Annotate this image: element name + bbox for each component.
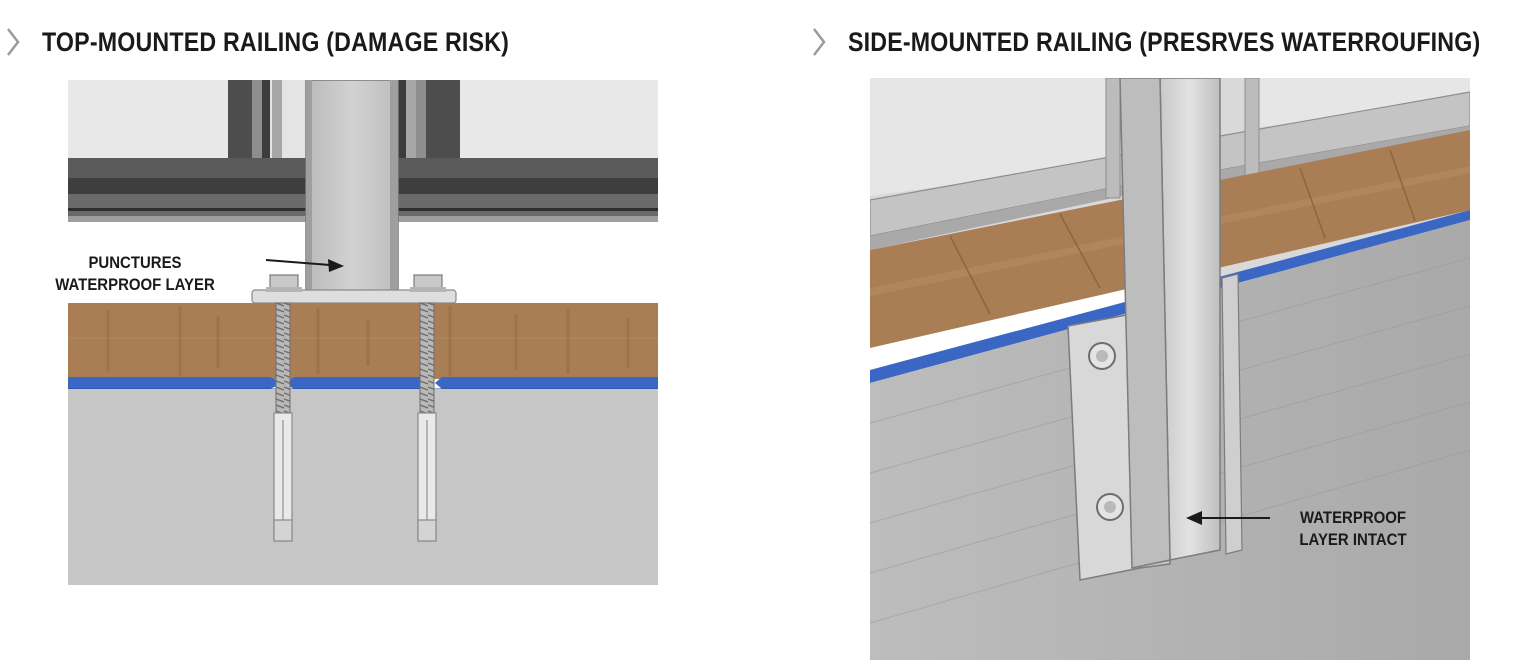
railing-post [305, 80, 399, 295]
chevron-right-icon [7, 28, 20, 56]
callout-punctures-waterproof-layer: PUNCTURES WATERPROOF LAYER [51, 252, 218, 296]
railing-post [1119, 78, 1221, 569]
side-mounted-railing-diagram [870, 78, 1470, 660]
callout-left-line2: WATERPROOF LAYER [55, 275, 215, 294]
left-panel-title: TOP-MOUNTED RAILING (DAMAGE RISK) [6, 22, 585, 62]
callout-waterproof-layer-intact: WATERPROOF LAYER INTACT [1287, 507, 1419, 551]
waterproof-membrane [68, 377, 658, 390]
callout-arrow-right [1186, 511, 1270, 525]
anchor-bolt-right [417, 302, 437, 542]
left-title-text: TOP-MOUNTED RAILING (DAMAGE RISK) [42, 26, 510, 57]
callout-right-line2: LAYER INTACT [1299, 530, 1407, 549]
anchor-bolt-left [273, 302, 293, 542]
callout-arrow-left [265, 259, 344, 272]
chevron-right-icon [813, 28, 826, 56]
base-plate [251, 274, 457, 304]
right-panel-title: SIDE-MOUNTED RAILING (PRESRVES WATERROUF… [812, 22, 1536, 62]
railing-frame [68, 80, 658, 222]
callout-left-line1: PUNCTURES [88, 253, 182, 272]
callout-right-line1: WATERPROOF [1299, 508, 1407, 527]
wood-deck [68, 303, 658, 379]
railing-frame [870, 78, 1470, 250]
concrete-slab [68, 389, 658, 585]
top-mounted-railing-diagram [68, 80, 658, 585]
right-title-text: SIDE-MOUNTED RAILING (PRESRVES WATERROUF… [848, 26, 1481, 57]
